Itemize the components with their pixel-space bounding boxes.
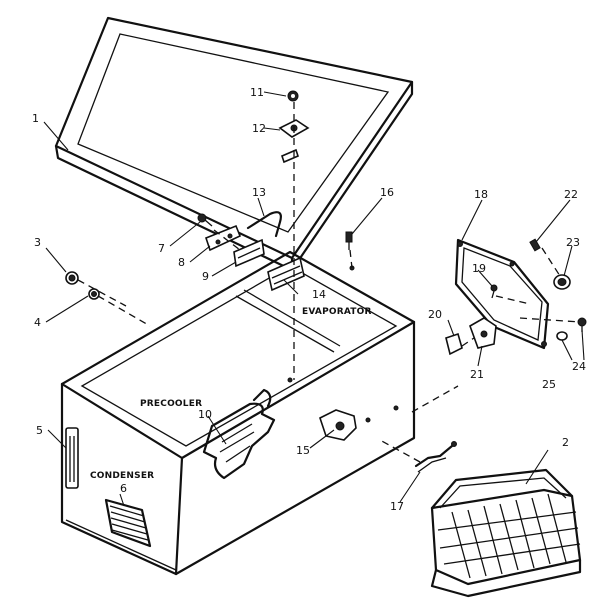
part-number-16: 16 bbox=[380, 186, 394, 199]
part-number-labels: 1 2 3 4 5 6 7 8 9 10 11 12 13 14 15 16 1… bbox=[32, 86, 586, 513]
hinge-screw bbox=[197, 213, 213, 227]
thermostat-knob bbox=[445, 332, 463, 356]
part-number-25: 25 bbox=[542, 378, 556, 391]
lid-handle-bracket bbox=[281, 148, 299, 164]
hinge-bracket bbox=[233, 238, 265, 268]
drain-tube bbox=[414, 441, 457, 473]
part-number-24: 24 bbox=[572, 360, 586, 373]
part-number-9: 9 bbox=[202, 270, 209, 283]
condenser-label: CONDENSER bbox=[90, 471, 154, 481]
condenser-grille bbox=[104, 498, 152, 548]
lid bbox=[54, 16, 414, 272]
hinge-cap bbox=[65, 271, 79, 285]
part-number-13: 13 bbox=[252, 186, 266, 199]
precooler-cutaway bbox=[202, 388, 276, 480]
part-number-10: 10 bbox=[198, 408, 212, 421]
hinge-plate bbox=[205, 224, 242, 252]
leader-lines bbox=[43, 91, 585, 507]
part-number-12: 12 bbox=[252, 122, 266, 135]
access-cover bbox=[319, 409, 357, 441]
part-number-17: 17 bbox=[390, 500, 404, 513]
panel-screw bbox=[490, 284, 498, 299]
part-number-18: 18 bbox=[474, 188, 488, 201]
cabinet-screw bbox=[345, 231, 353, 250]
part-number-2: 2 bbox=[562, 436, 569, 449]
hinge-spring bbox=[246, 211, 282, 238]
part-number-15: 15 bbox=[296, 444, 310, 457]
thermostat bbox=[469, 317, 497, 349]
part-number-21: 21 bbox=[470, 368, 484, 381]
evaporator-label: EVAPORATOR bbox=[302, 307, 372, 317]
control-panel bbox=[454, 238, 550, 350]
component-labels: EVAPORATOR PRECOOLER CONDENSER bbox=[90, 307, 372, 481]
storage-basket bbox=[430, 468, 582, 598]
part-number-3: 3 bbox=[34, 236, 41, 249]
part-number-14: 14 bbox=[312, 288, 326, 301]
panel-washer bbox=[556, 331, 568, 341]
power-grommet bbox=[553, 274, 571, 290]
part-number-6: 6 bbox=[120, 482, 127, 495]
part-number-5: 5 bbox=[36, 424, 43, 437]
part-number-19: 19 bbox=[472, 262, 486, 275]
cabinet-hole-1 bbox=[287, 377, 293, 383]
cabinet-hole-3 bbox=[393, 405, 399, 411]
signal-light bbox=[529, 238, 541, 252]
cabinet bbox=[60, 250, 416, 576]
part-number-11: 11 bbox=[250, 86, 264, 99]
cabinet-hole-2 bbox=[365, 417, 371, 423]
assembly-lines bbox=[77, 102, 581, 463]
part-number-4: 4 bbox=[34, 316, 41, 329]
part-number-22: 22 bbox=[564, 188, 578, 201]
precooler-label: PRECOOLER bbox=[140, 399, 202, 409]
panel-mount-screw bbox=[577, 317, 587, 332]
lid-bumper bbox=[88, 288, 100, 300]
part-number-1: 1 bbox=[32, 112, 39, 125]
evaporator-bracket bbox=[267, 256, 305, 292]
part-number-20: 20 bbox=[428, 308, 442, 321]
part-number-23: 23 bbox=[566, 236, 580, 249]
side-handle bbox=[65, 427, 79, 489]
part-number-7: 7 bbox=[158, 242, 165, 255]
part-number-8: 8 bbox=[178, 256, 185, 269]
lid-lock-screw bbox=[287, 90, 299, 102]
